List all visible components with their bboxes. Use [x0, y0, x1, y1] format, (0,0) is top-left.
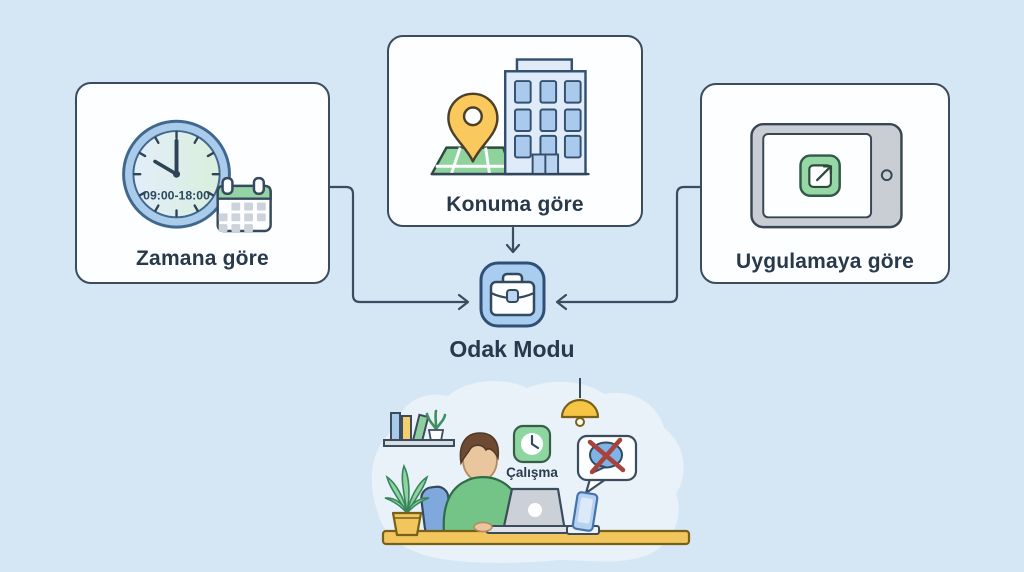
- clock-icon: 09:00-18:00: [122, 119, 231, 229]
- laptop-base: [485, 525, 573, 534]
- building-icon: [430, 58, 590, 176]
- card-by-location-label: Konuma göre: [446, 193, 584, 216]
- work-badge-label: Çalışma: [506, 465, 558, 480]
- tablet-home-button: [880, 169, 893, 182]
- focus-mode-label: Odak Modu: [449, 336, 575, 362]
- card-by-time: 09:00-18:00 Zamana göre: [75, 82, 330, 284]
- clock-hands: [153, 138, 179, 177]
- work-clock-app-badge: Çalışma: [506, 424, 558, 480]
- muted-notifications-bubble: [576, 434, 638, 495]
- desk-scene-illustration: Çalışma: [371, 378, 691, 563]
- map-pin-building-icon: [430, 58, 590, 176]
- clock-ticks: [133, 130, 220, 218]
- calendar-icon: [216, 176, 272, 233]
- location-pin-icon: [447, 92, 499, 163]
- clock-time-range: 09:00-18:00: [143, 189, 210, 203]
- person-hair: [459, 432, 500, 466]
- person-hand: [473, 521, 493, 533]
- calendar-grid: [218, 202, 266, 233]
- focus-mode-node: [479, 261, 546, 328]
- clock-calendar-icon: 09:00-18:00: [122, 119, 272, 233]
- card-by-app-label: Uygulamaya göre: [735, 250, 915, 273]
- app-external-link-icon: [799, 154, 841, 197]
- arrowhead-down-icon: [505, 243, 521, 254]
- tablet-external-link-icon: [750, 122, 903, 229]
- arrowhead-left-icon: [555, 293, 568, 311]
- building-windows: [514, 80, 582, 159]
- potted-plant-icon: [384, 463, 430, 537]
- smartphone-on-stand: [566, 491, 600, 535]
- briefcase-icon: [479, 261, 546, 328]
- red-cross-icon: [587, 437, 626, 475]
- card-by-location: Konuma göre: [387, 35, 643, 227]
- laptop-logo: [528, 503, 542, 517]
- pendant-lamp-icon: [560, 378, 600, 427]
- arrowhead-right-icon: [457, 293, 470, 311]
- card-by-app: Uygulamaya göre: [700, 83, 950, 284]
- card-by-time-label: Zamana göre: [136, 247, 269, 270]
- wall-shelf-books-icon: [383, 409, 455, 447]
